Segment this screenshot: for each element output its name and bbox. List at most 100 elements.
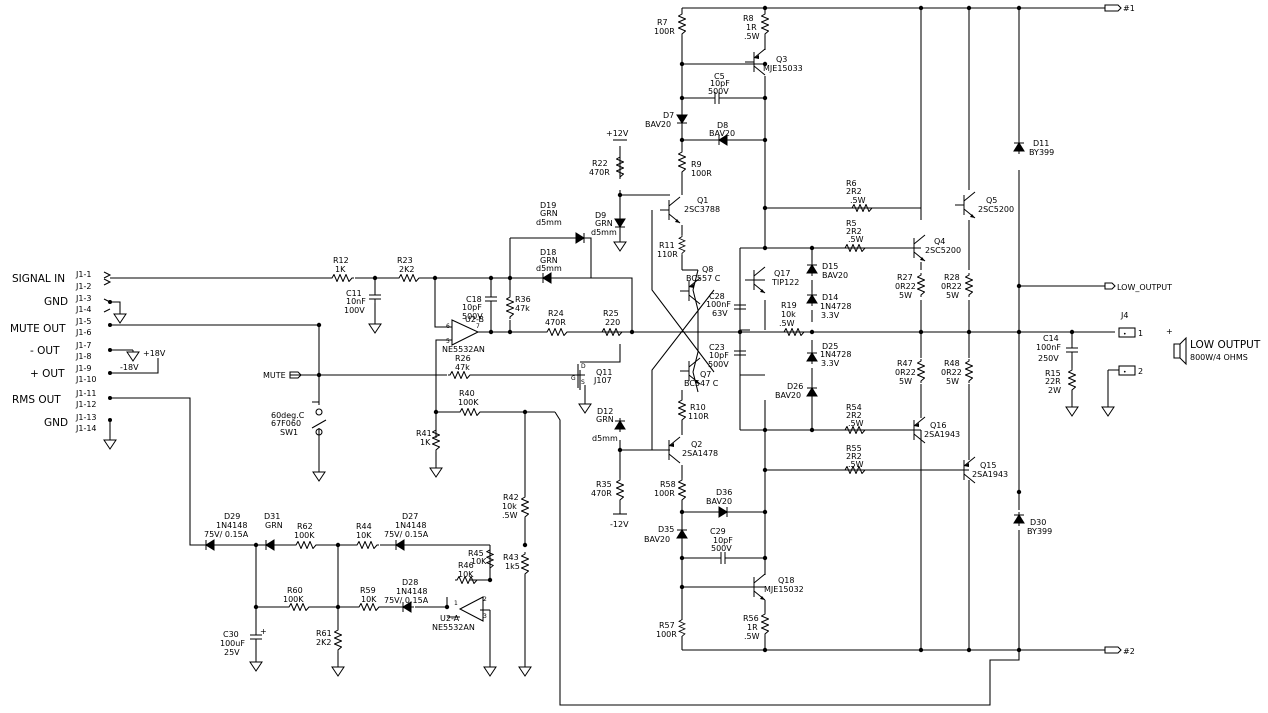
pin-label: J1-1 — [75, 270, 91, 279]
ref-label: R23 — [397, 256, 413, 265]
connector-j1: SIGNAL IN J1-1 J1-2 GND J1-3 J1-4 MUTE O… — [10, 270, 166, 450]
value-label: 110R — [657, 250, 678, 259]
ref-label: Q3 — [776, 55, 787, 64]
ref-label: Q11 — [596, 368, 612, 377]
ref-label: D14 — [822, 293, 838, 302]
pin-label: J1-5 — [75, 317, 91, 326]
part-label: TIP122 — [771, 278, 799, 287]
gnd-label: GND — [44, 417, 68, 429]
value-label: 0R22 — [895, 368, 916, 377]
part-label: BY399 — [1029, 148, 1054, 157]
ref-label: D30 — [1030, 518, 1046, 527]
ref-label: R24 — [548, 309, 564, 318]
value-label: 10pF — [713, 536, 733, 545]
value-label: 2R2 — [846, 227, 862, 236]
ref-label: D11 — [1033, 139, 1049, 148]
value-label: 10K — [356, 531, 372, 540]
value-label: 100nF — [706, 300, 731, 309]
svg-text:S: S — [581, 379, 585, 386]
value-label: .5W — [502, 511, 518, 520]
ref-label: R7 — [657, 18, 668, 27]
value-label: 2K2 — [399, 265, 414, 274]
part-label: 2SC5200 — [925, 246, 961, 255]
value-label: .5W — [848, 460, 864, 469]
value-label: GRN — [596, 415, 614, 424]
pin-label: J1-9 — [75, 364, 91, 373]
jack-ref: J4 — [1120, 311, 1128, 320]
ref-label: C23 — [709, 343, 725, 352]
rail-label: -12V — [610, 520, 629, 529]
rms-detector: D29 1N4148 75V/ 0.15A D31 GRN R62 100K R… — [203, 512, 497, 677]
ref-label: U2-B — [465, 315, 484, 324]
part-label: BAV20 — [822, 271, 848, 280]
rail-label: #1 — [1123, 4, 1135, 13]
ref-label: R19 — [781, 301, 797, 310]
ref-label: D12 — [597, 407, 613, 416]
ref-label: R35 — [596, 480, 612, 489]
ref-label: U2-A — [440, 614, 460, 623]
part-label: 1N4148 — [216, 521, 247, 530]
svg-text:G: G — [571, 375, 576, 382]
junctions — [253, 5, 1075, 653]
ref-label: R54 — [846, 403, 862, 412]
ref-label: R45 — [468, 549, 484, 558]
ref-label: R42 — [503, 493, 519, 502]
ref-label: D35 — [658, 525, 674, 534]
svg-text:2: 2 — [483, 596, 487, 603]
value-label: 3.3V — [821, 359, 840, 368]
mute-label: MUTE — [263, 371, 286, 380]
ref-label: R47 — [897, 359, 913, 368]
value-label: d5mm — [536, 218, 562, 227]
ref-label: R27 — [897, 273, 913, 282]
value-label: 3.3V — [821, 311, 840, 320]
ref-label: R60 — [287, 586, 303, 595]
value-label: 1K — [420, 438, 431, 447]
part-label: NE5532AN — [442, 345, 485, 354]
rms-out-label: RMS OUT — [12, 394, 61, 406]
value-label: 110R — [688, 412, 709, 421]
ref-label: R61 — [316, 629, 332, 638]
ref-label: R44 — [356, 522, 372, 531]
part-label: BAV20 — [775, 391, 801, 400]
part-label: BAV20 — [644, 535, 670, 544]
part-label: BC557 C — [686, 274, 721, 283]
value-label: 2R2 — [846, 452, 862, 461]
wires — [110, 7, 1115, 706]
ref-label: Q4 — [934, 237, 945, 246]
value-label: 100K — [283, 595, 304, 604]
pin-label: J1-14 — [75, 424, 97, 433]
output-title: LOW OUTPUT — [1190, 339, 1261, 351]
opamp-u2a — [458, 596, 484, 622]
value-label: .5W — [850, 196, 866, 205]
value-label: 5W — [946, 377, 959, 386]
ref-label: Q18 — [778, 576, 794, 585]
value-label: 75V/ 0.15A — [204, 530, 249, 539]
pin-label: J1-2 — [75, 282, 91, 291]
value-label: 1R — [747, 623, 758, 632]
part-label: 2SA1478 — [682, 449, 718, 458]
value-label: 470R — [591, 489, 612, 498]
svg-text:D: D — [581, 363, 586, 370]
ref-label: Q5 — [986, 196, 997, 205]
value-label: 100uF — [220, 639, 245, 648]
ref-label: R26 — [455, 354, 471, 363]
value-label: 2K2 — [316, 638, 331, 647]
value-label: 2R2 — [846, 411, 862, 420]
value-label: 100R — [654, 27, 675, 36]
part-label: BAV20 — [645, 120, 671, 129]
rail-label: +12V — [606, 129, 629, 138]
part-label: BAV20 — [709, 129, 735, 138]
ref-label: R15 — [1045, 369, 1061, 378]
part-label: 2SA1943 — [972, 470, 1008, 479]
ref-label: D9 — [595, 211, 606, 220]
ref-label: D29 — [224, 512, 240, 521]
value-label: 470R — [545, 318, 566, 327]
svg-text:3: 3 — [483, 613, 487, 620]
ref-label: R40 — [459, 389, 475, 398]
value-label: 47k — [455, 363, 470, 372]
part-label: BY399 — [1027, 527, 1052, 536]
value-label: 500V — [708, 87, 729, 96]
value-label: 100V — [344, 306, 365, 315]
value-label: 500V — [708, 360, 729, 369]
